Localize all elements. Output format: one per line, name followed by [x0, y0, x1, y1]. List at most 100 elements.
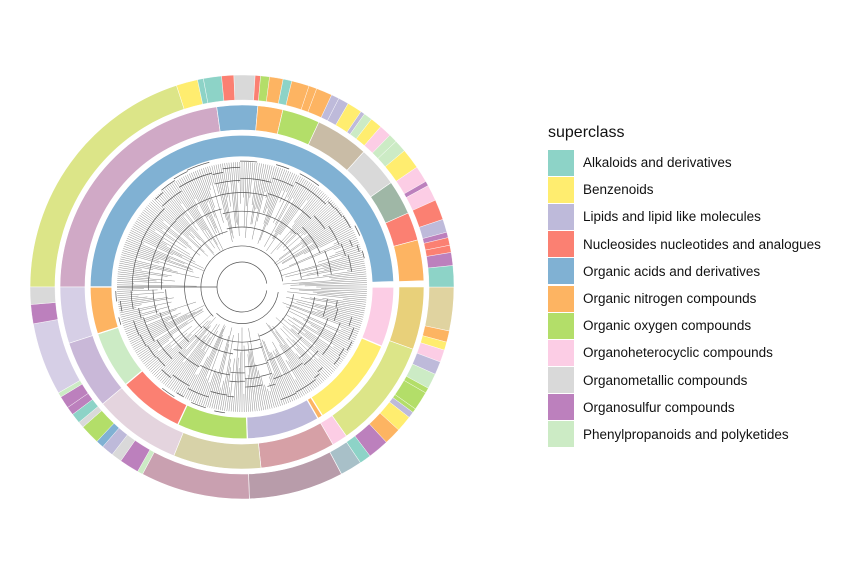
tree-branch-arc [162, 387, 175, 398]
legend-swatch [548, 339, 574, 366]
tree-branch-arc [160, 208, 222, 290]
tree-branch-arc [176, 392, 184, 398]
tree-branch-arc [152, 289, 158, 314]
tree-branch-arc [335, 300, 338, 308]
tree-branch-arc [161, 180, 175, 191]
legend-label: Phenylpropanoids and polyketides [583, 426, 789, 442]
tree-branch-arc [118, 317, 122, 325]
tree-branch-arc [178, 351, 200, 368]
legend-item: Organoheterocyclic compounds [548, 339, 821, 366]
tree-branch-arc [260, 373, 272, 377]
tree-branch-arc [240, 160, 258, 163]
tree-branch-arc [186, 161, 210, 171]
tree-branch-arc [178, 172, 213, 188]
tree-branch-arc [322, 298, 328, 317]
subclass-segment [346, 435, 371, 464]
legend-item: Alkaloids and derivatives [548, 149, 821, 176]
legend-label: Alkaloids and derivatives [583, 155, 732, 171]
superclass-segment [89, 134, 395, 288]
tree-branch-arc [356, 244, 360, 252]
tree-branch-arc [230, 371, 245, 374]
tree-branch-arc [156, 339, 173, 360]
superclass-segment [176, 404, 248, 440]
legend-label: Organoheterocyclic compounds [583, 345, 773, 361]
tree-branch-arc [317, 367, 323, 373]
legend-item: Nucleosides nucleotides and analogues [548, 231, 821, 258]
tree-branch-arc [244, 362, 269, 368]
tree-branch-arc [227, 395, 235, 398]
tree-branch-arc [311, 318, 329, 347]
tree-branch-arc [314, 373, 320, 379]
tree-branch-arc [348, 327, 355, 341]
tree-branch-arc [333, 308, 339, 321]
tree-branch-arc [156, 356, 166, 367]
tree-branch-arc [302, 226, 321, 254]
tree-branch-arc [155, 192, 164, 200]
legend-item: Organosulfur compounds [548, 394, 821, 421]
tree-branch-arc [245, 385, 256, 388]
tree-branch-arc [311, 350, 319, 358]
tree-branch-arc [322, 341, 333, 355]
superclass-segment [89, 286, 120, 335]
tree-branch-arc [342, 215, 351, 229]
legend-item: Lipids and lipid like molecules [548, 203, 821, 230]
tree-branch-arc [210, 391, 228, 396]
subclass-segment [233, 74, 256, 101]
legend-swatch [548, 258, 574, 285]
tree-branch-arc [119, 300, 123, 312]
tree-branch-arc [348, 317, 353, 327]
legend-swatch [548, 231, 574, 258]
legend-swatch [548, 285, 574, 312]
legend-title: superclass [548, 124, 625, 141]
legend-item: Organic acids and derivatives [548, 258, 821, 285]
tree-branch-arc [226, 226, 302, 279]
tree-branch-arc [299, 173, 320, 186]
tree-branch-arc [175, 195, 219, 221]
tree-branch-arc [216, 261, 268, 313]
legend-swatch [548, 203, 574, 230]
tree-branch-arc [349, 239, 353, 247]
legend-item: Organometallic compounds [548, 367, 821, 394]
tree-branch-arc [334, 207, 343, 217]
tree-branch-arc [139, 334, 147, 347]
tree-branch-arc [214, 180, 241, 185]
class-segment [59, 286, 94, 344]
tree-branch-arc [298, 345, 313, 359]
tree-branch-arc [280, 392, 297, 401]
legend-label: Lipids and lipid like molecules [583, 209, 761, 225]
tree-branch-arc [130, 290, 134, 310]
tree-branch-arc [354, 225, 361, 236]
tree-branch-arc [303, 357, 313, 366]
legend-swatch [548, 421, 574, 448]
legend-item: Organic nitrogen compounds [548, 285, 821, 312]
subclass-segment [221, 74, 236, 102]
tree-branch-arc [115, 290, 117, 302]
subclass-segment [424, 286, 455, 332]
tree-branch-arc [133, 320, 140, 336]
tree-branch-arc [267, 336, 302, 361]
tree-branch-arc [165, 289, 189, 342]
subclass-segment [58, 380, 83, 398]
tree-branch-arc [214, 410, 226, 414]
tree-branch-arc [258, 294, 294, 337]
legend-label: Organic oxygen compounds [583, 318, 752, 334]
tree-branch-arc [361, 250, 365, 259]
tree-branch-arc [172, 374, 190, 387]
tree-branch-arc [297, 297, 315, 335]
tree-branch-arc [159, 312, 183, 349]
legend-label: Nucleosides nucleotides and analogues [583, 236, 821, 252]
tree-branch-arc [273, 362, 303, 380]
tree-branch-arc [296, 232, 319, 277]
tree-branch-arc [203, 326, 261, 343]
tree-branch-arc [131, 242, 143, 291]
tree-branch-arc [187, 388, 210, 398]
tree-branch-arc [184, 231, 228, 329]
tree-branch-arc [240, 177, 272, 183]
tree-branch-arc [295, 181, 327, 205]
legend-item: Organic oxygen compounds [548, 312, 821, 339]
tree-branch-arc [331, 322, 341, 342]
tree-branch-arc [340, 243, 346, 256]
legend-swatch [548, 149, 574, 176]
tree-leaf-branches [116, 161, 368, 413]
